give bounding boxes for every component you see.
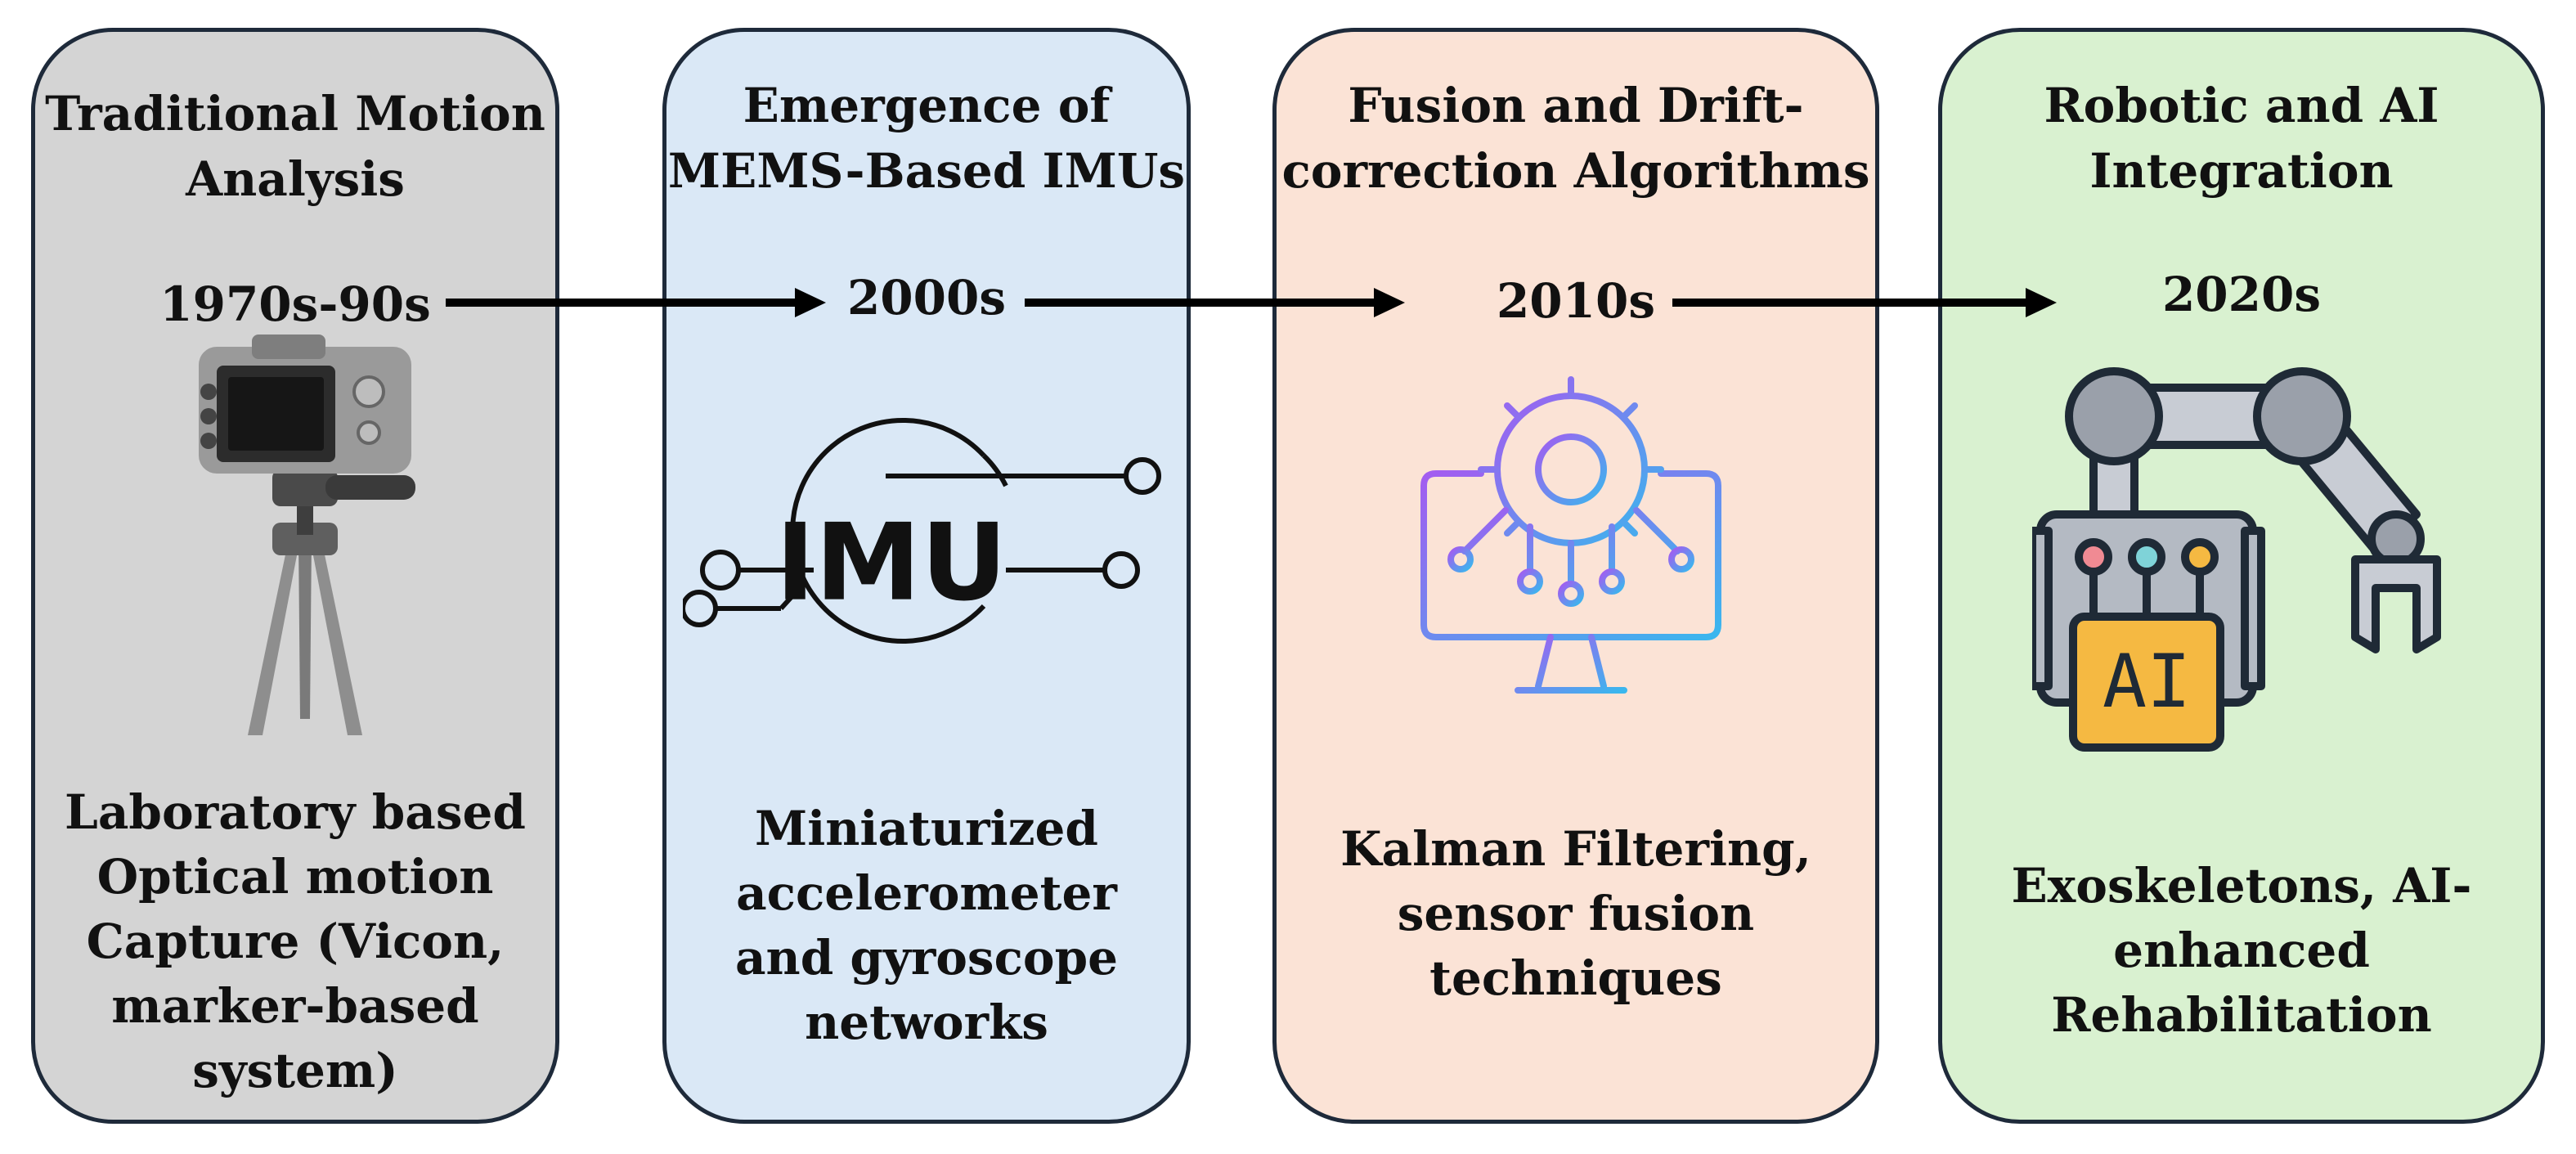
stage-title: Traditional Motion Analysis: [45, 86, 545, 207]
camera-tripod-icon: [199, 335, 415, 735]
ai-label: AI: [2103, 639, 2191, 725]
stage-panel-2: Emergence of MEMS-Based IMUs 2000s IMU M…: [662, 28, 1191, 1124]
stage-description: Laboratory based Optical motion Capture …: [65, 784, 526, 1098]
stage-title: Robotic and AI Integration: [2044, 78, 2439, 199]
stage-year: 2020s: [2161, 267, 2322, 322]
stage-title: Fusion and Drift- correction Algorithms: [1281, 78, 1870, 199]
gear-monitor-icon: [1420, 376, 1721, 694]
stage-year: 1970s-90s: [159, 276, 431, 332]
imu-label: IMU: [775, 501, 1007, 625]
stage-description: Miniaturized accelerometer and gyroscope…: [734, 801, 1119, 1050]
stage-panel-3: Fusion and Drift- correction Algorithms …: [1272, 28, 1879, 1124]
stage-panel-1: Traditional Motion Analysis 1970s-90s La…: [31, 28, 559, 1124]
robot-arm-ai-icon: AI: [2032, 367, 2441, 752]
stage-year: 2010s: [1496, 273, 1656, 329]
stage-panel-4: Robotic and AI Integration 2020s AI: [1938, 28, 2545, 1124]
stage-title: Emergence of MEMS-Based IMUs: [667, 78, 1186, 199]
imu-chip-icon: IMU: [683, 418, 1161, 644]
stage-description: Kalman Filtering, sensor fusion techniqu…: [1340, 821, 1811, 1006]
stage-year: 2000s: [846, 270, 1007, 326]
stage-description: Exoskeletons, AI- enhanced Rehabilitatio…: [2011, 858, 2472, 1043]
